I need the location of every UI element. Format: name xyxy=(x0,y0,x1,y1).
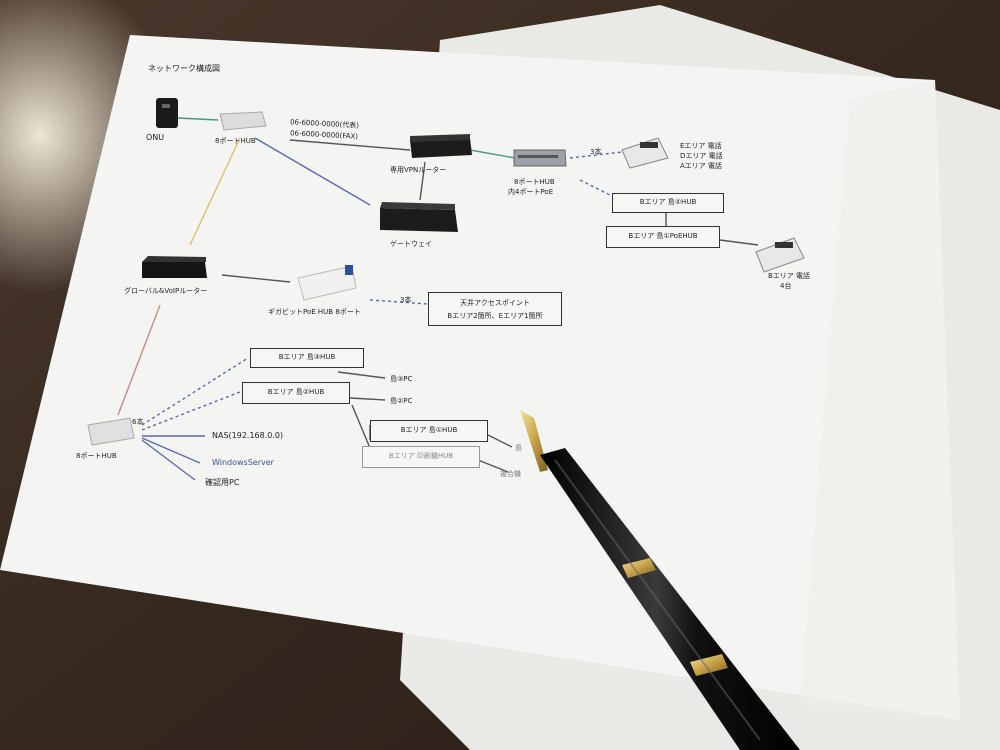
ceiling-ap-line2: Bエリア2箇所、Eエリア1箇所 xyxy=(447,312,543,320)
count-3-top: 3本 xyxy=(590,148,602,156)
hub8-top-label: 8ポートHUB xyxy=(215,137,256,145)
desk-phone-b-icon xyxy=(755,237,805,273)
gigabit-poe-hub-label: ギガビットPoE HUB 8ポート xyxy=(268,308,361,316)
phone-e-label: Eエリア 電話 xyxy=(680,142,722,150)
vpn-router-icon xyxy=(410,134,472,158)
phone-b-count: 4台 xyxy=(780,282,792,290)
voip-router-icon xyxy=(142,256,207,278)
b-island1-poe-box: Bエリア 島①PoEHUB xyxy=(606,226,720,248)
hub8-bottom-label: 8ポートHUB xyxy=(76,452,117,460)
nas-label: NAS(192.168.0.0) xyxy=(212,431,284,440)
b-island2-hub-box: Bエリア 島②HUB xyxy=(612,193,724,213)
voip-router-label: グローバル&VoIPルーター xyxy=(124,287,208,295)
b-island2-hub-low-box: Bエリア 島②HUB xyxy=(242,382,350,404)
ceiling-ap-line1: 天井アクセスポイント xyxy=(460,299,530,307)
hub8-poe-icon xyxy=(513,149,567,167)
gateway-label: ゲートウェイ xyxy=(390,240,432,248)
onu-label: ONU xyxy=(146,133,165,142)
diagram-title: ネットワーク構成図 xyxy=(148,64,220,73)
phone-b-label: Bエリア 電話 xyxy=(768,272,811,280)
gigabit-poe-hub-icon xyxy=(297,265,357,301)
mfp-label: 複合機 xyxy=(500,470,521,478)
onu-device-icon xyxy=(156,98,178,128)
count-6: 6本 xyxy=(132,418,144,426)
check-pc-label: 確認用PC xyxy=(205,478,240,487)
hub8-poe-sub-label: 内4ポートPoE xyxy=(508,188,554,196)
island1-pc-label: 島 xyxy=(515,444,522,452)
hub8-poe-label: 8ポートHUB xyxy=(514,178,555,186)
island3-pc-label: 島③PC xyxy=(390,375,413,383)
b-print-hub-box: Bエリア 印刷機HUB xyxy=(362,446,480,468)
count-3-mid: 3本 xyxy=(400,296,412,304)
hub8-bottom-icon xyxy=(87,417,135,446)
windows-server-label: WindowsServer xyxy=(212,458,274,467)
paper-shade xyxy=(800,80,960,720)
desk-phone-top-icon xyxy=(621,137,669,169)
ceiling-ap-box: 天井アクセスポイント Bエリア2箇所、Eエリア1箇所 xyxy=(428,292,562,326)
connection-lines xyxy=(117,117,759,481)
b-island1-hub-box: Bエリア 島①HUB xyxy=(370,420,488,442)
vpn-router-label: 専用VPNルーター xyxy=(390,166,447,174)
fountain-pen-icon xyxy=(520,410,800,750)
phone-a-label: Aエリア 電話 xyxy=(680,162,723,170)
hub8-top-icon xyxy=(219,111,267,131)
b-island3-hub-box: Bエリア 島③HUB xyxy=(250,348,364,368)
island2-pc-label: 島②PC xyxy=(390,397,413,405)
gateway-icon xyxy=(380,202,458,232)
phone-d-label: Dエリア 電話 xyxy=(680,152,723,160)
